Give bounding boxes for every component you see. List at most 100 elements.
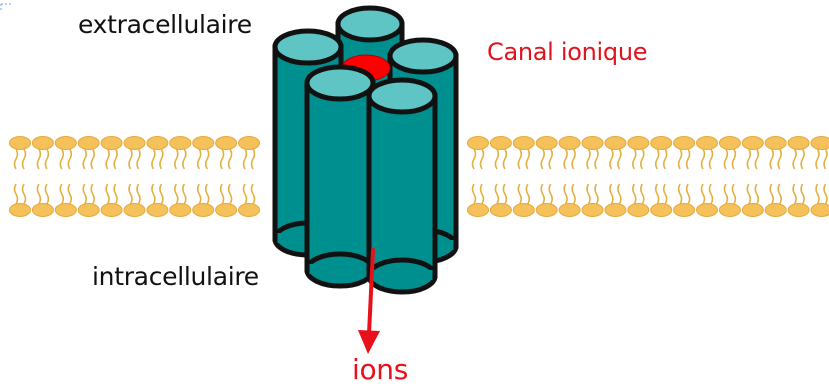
lipid-tail — [45, 184, 48, 204]
lipid-tail — [572, 149, 575, 169]
lipid-tail — [481, 184, 484, 204]
lipid-tail — [816, 184, 819, 204]
lipid-head — [582, 204, 603, 217]
lipid-tail — [724, 149, 727, 169]
lipid-tail — [747, 149, 750, 169]
lipid-tail — [687, 149, 690, 169]
lipid-head — [811, 137, 829, 150]
lipid-tail — [198, 149, 201, 169]
lipid-head — [170, 137, 191, 150]
lipid-tail — [114, 149, 117, 169]
lipid-head — [193, 137, 214, 150]
lipid-tail — [587, 184, 590, 204]
lipid-tail — [160, 184, 163, 204]
lipid-head — [468, 137, 489, 150]
lipid-tail — [518, 149, 521, 169]
lipid-tail — [541, 184, 544, 204]
lipid-head — [78, 137, 99, 150]
lipid-tail — [137, 184, 140, 204]
lipid-head — [193, 204, 214, 217]
lipid-tail — [679, 149, 682, 169]
lipid-head — [513, 204, 534, 217]
lipid-tail — [45, 149, 48, 169]
lipid-tail — [747, 184, 750, 204]
lipid-tail — [129, 149, 132, 169]
lipid-tail — [229, 184, 232, 204]
lipid-tail — [91, 184, 94, 204]
lipid-head — [55, 137, 76, 150]
lipid-tail — [23, 184, 26, 204]
lipid-head — [239, 137, 260, 150]
lipid-tail — [183, 149, 186, 169]
lipid-head — [124, 204, 145, 217]
lipid-tail — [175, 149, 178, 169]
lipid-tail — [801, 149, 804, 169]
lipid-tail — [549, 149, 552, 169]
lipid-tail — [572, 184, 575, 204]
lipid-tail — [610, 184, 613, 204]
lipid-tail — [495, 184, 498, 204]
lipid-head — [239, 204, 260, 217]
lipid-head — [468, 204, 489, 217]
lipid-tail — [755, 184, 758, 204]
lipid-tail — [679, 184, 682, 204]
lipid-tail — [252, 149, 255, 169]
lipid-tail — [824, 184, 827, 204]
lipid-head — [651, 137, 672, 150]
lipid-tail — [778, 184, 781, 204]
lipid-tail — [106, 149, 109, 169]
lipid-tail — [641, 149, 644, 169]
lipid-tail — [618, 149, 621, 169]
lipid-tail — [633, 149, 636, 169]
lipid-head — [674, 137, 695, 150]
lipid-head — [697, 137, 718, 150]
lipid-head — [513, 137, 534, 150]
lipid-tail — [129, 184, 132, 204]
lipid-head — [765, 137, 786, 150]
lipid-tail — [664, 184, 667, 204]
ion-channel-protein — [275, 8, 456, 292]
lipid-tail — [481, 149, 484, 169]
lipid-tail — [549, 184, 552, 204]
lipid-tail — [770, 149, 773, 169]
lipid-tail — [37, 184, 40, 204]
lipid-tail — [755, 149, 758, 169]
lipid-head — [628, 204, 649, 217]
ion-channel-label: Canal ionique — [487, 38, 647, 66]
lipid-tail — [801, 184, 804, 204]
lipid-tail — [587, 149, 590, 169]
lipid-head — [170, 204, 191, 217]
lipid-tail — [824, 149, 827, 169]
lipid-tail — [175, 184, 178, 204]
lipid-tail — [816, 149, 819, 169]
lipid-head — [32, 137, 53, 150]
lipid-head — [101, 137, 122, 150]
lipid-tail — [732, 184, 735, 204]
lipid-head — [788, 137, 809, 150]
lipid-head — [605, 137, 626, 150]
lipid-tail — [229, 149, 232, 169]
lipid-tail — [770, 184, 773, 204]
lipid-tail — [732, 149, 735, 169]
lipid-head — [559, 137, 580, 150]
lipid-tail — [60, 149, 63, 169]
lipid-tail — [83, 184, 86, 204]
channel-subunit-front-right — [369, 80, 435, 292]
lipid-tail — [83, 149, 86, 169]
lipid-tail — [68, 149, 71, 169]
lipid-tail — [221, 149, 224, 169]
lipid-tail — [664, 149, 667, 169]
lipid-head — [605, 204, 626, 217]
lipid-tail — [778, 149, 781, 169]
lipid-tail — [68, 184, 71, 204]
lipid-head — [719, 137, 740, 150]
lipid-tail — [618, 184, 621, 204]
lipid-tail — [633, 184, 636, 204]
lipid-head — [628, 137, 649, 150]
lipid-head — [101, 204, 122, 217]
lipid-tail — [60, 184, 63, 204]
lipid-tail — [595, 149, 598, 169]
lipid-head — [78, 204, 99, 217]
lipid-head — [147, 204, 168, 217]
